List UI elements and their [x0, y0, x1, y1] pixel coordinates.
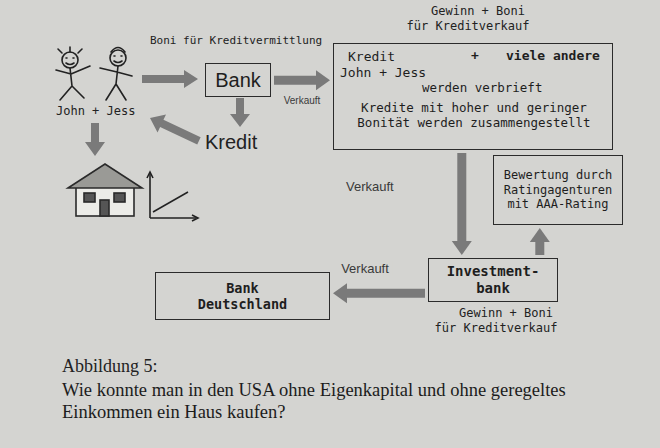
figure-hair — [58, 47, 82, 53]
arrow-head — [452, 241, 472, 255]
block-arrow — [142, 70, 198, 88]
rating-arrow — [530, 228, 550, 255]
house-window — [84, 193, 95, 202]
profit-note: Gewinn + Boni für Kreditverkauf — [405, 4, 531, 33]
arrow-shaft — [535, 242, 544, 255]
figure-face — [66, 58, 74, 65]
house — [68, 164, 142, 216]
arrow-head — [316, 70, 330, 90]
credit-label: Kredit — [205, 130, 257, 154]
securitization-box: Kredit John + Jess + viele andere werden ve… — [333, 43, 613, 150]
arrow-shaft — [274, 76, 316, 85]
block-arrow — [85, 123, 105, 156]
bank-deutschland-box: Bank Deutschland — [155, 272, 330, 320]
node-text: Investment-bank — [435, 263, 551, 297]
figure-number: Abbildung 5: — [62, 356, 158, 378]
edge-label: Verkauft — [338, 261, 392, 276]
figure-body — [100, 66, 132, 100]
edge-label: Verkauft — [281, 95, 324, 106]
node-text: werden verbrieft — [422, 80, 542, 95]
sale-arrow — [333, 283, 425, 303]
bank-box: Bank — [205, 63, 271, 97]
node-text: Kredit John + Jess — [340, 49, 430, 81]
figure-head — [62, 52, 78, 68]
figure-head — [110, 50, 126, 66]
node-text: Bank Deutschland — [184, 280, 302, 313]
chart-axes — [150, 174, 196, 218]
borrower-name: John + Jess — [56, 104, 135, 119]
house-roof — [68, 164, 142, 188]
figure-body — [56, 66, 90, 100]
arrow-head — [530, 228, 550, 242]
block-arrow — [230, 98, 250, 127]
bonus-note: Boni für Kreditvermittlung — [150, 34, 322, 47]
arrow-head — [333, 283, 347, 303]
stick-figures — [56, 47, 132, 100]
profit-note: Gewinn + Boni für Kreditverkauf — [433, 306, 559, 335]
node-text: Kredite mit hoher und geringer Bonität w… — [344, 100, 604, 131]
arrow-shaft — [457, 153, 466, 241]
house-wall — [76, 186, 134, 216]
node-text: + — [471, 48, 479, 64]
house-window — [114, 193, 125, 202]
house-door — [100, 200, 109, 216]
figure-caption: Wie konnte man in den USA ohne Eigenkapi… — [62, 379, 647, 423]
block-arrow — [146, 109, 203, 150]
node-text: viele andere — [506, 48, 600, 64]
rising-line — [153, 192, 188, 212]
axis-arrowheads — [147, 172, 198, 221]
figure-face — [114, 56, 122, 63]
node-text: Bank — [215, 68, 261, 92]
figure-hair — [111, 48, 125, 53]
sale-arrow — [274, 70, 330, 90]
price-chart — [147, 172, 198, 221]
sale-arrow — [452, 153, 472, 255]
node-text: Bewertung durch Ratingagenturen mit AAA-… — [500, 168, 616, 212]
investment-bank-box: Investment-bank — [428, 258, 558, 302]
arrow-shaft — [347, 289, 425, 298]
rating-box: Bewertung durch Ratingagenturen mit AAA-… — [493, 155, 623, 225]
edge-label: Verkauft — [343, 179, 397, 194]
